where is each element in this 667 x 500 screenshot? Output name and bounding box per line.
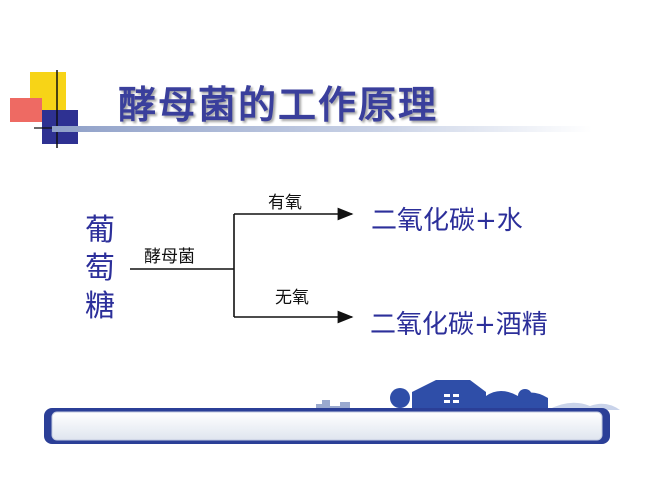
house-window-1 [444,394,450,397]
house-window-4 [453,400,459,403]
house-window-2 [453,394,459,397]
anaerobic-product: 二氧化碳+酒精 [370,310,548,340]
page-title: 酵母菌的工作原理 [118,82,439,127]
deco-red-square [10,98,42,122]
skyline-silhouette [316,400,350,410]
anaerobic-condition-label: 无氧 [275,288,309,308]
house-window-3 [444,400,450,403]
reactant-char-3: 糖 [85,289,115,324]
skyline-sun [518,389,532,403]
reactant-char-1: 葡 [85,213,115,248]
title-underline [52,126,592,132]
skyline-mound [486,391,548,410]
footer-bar [51,411,603,441]
footer-decoration [44,380,620,444]
aerobic-condition-label: 有氧 [268,193,302,213]
aerobic-product: 二氧化碳+水 [371,206,523,236]
skyline-blob-left [390,388,410,408]
reactant-glucose: 葡 萄 糖 [78,212,122,326]
reactant-char-2: 萄 [85,251,115,286]
catalyst-label: 酵母菌 [144,247,195,267]
